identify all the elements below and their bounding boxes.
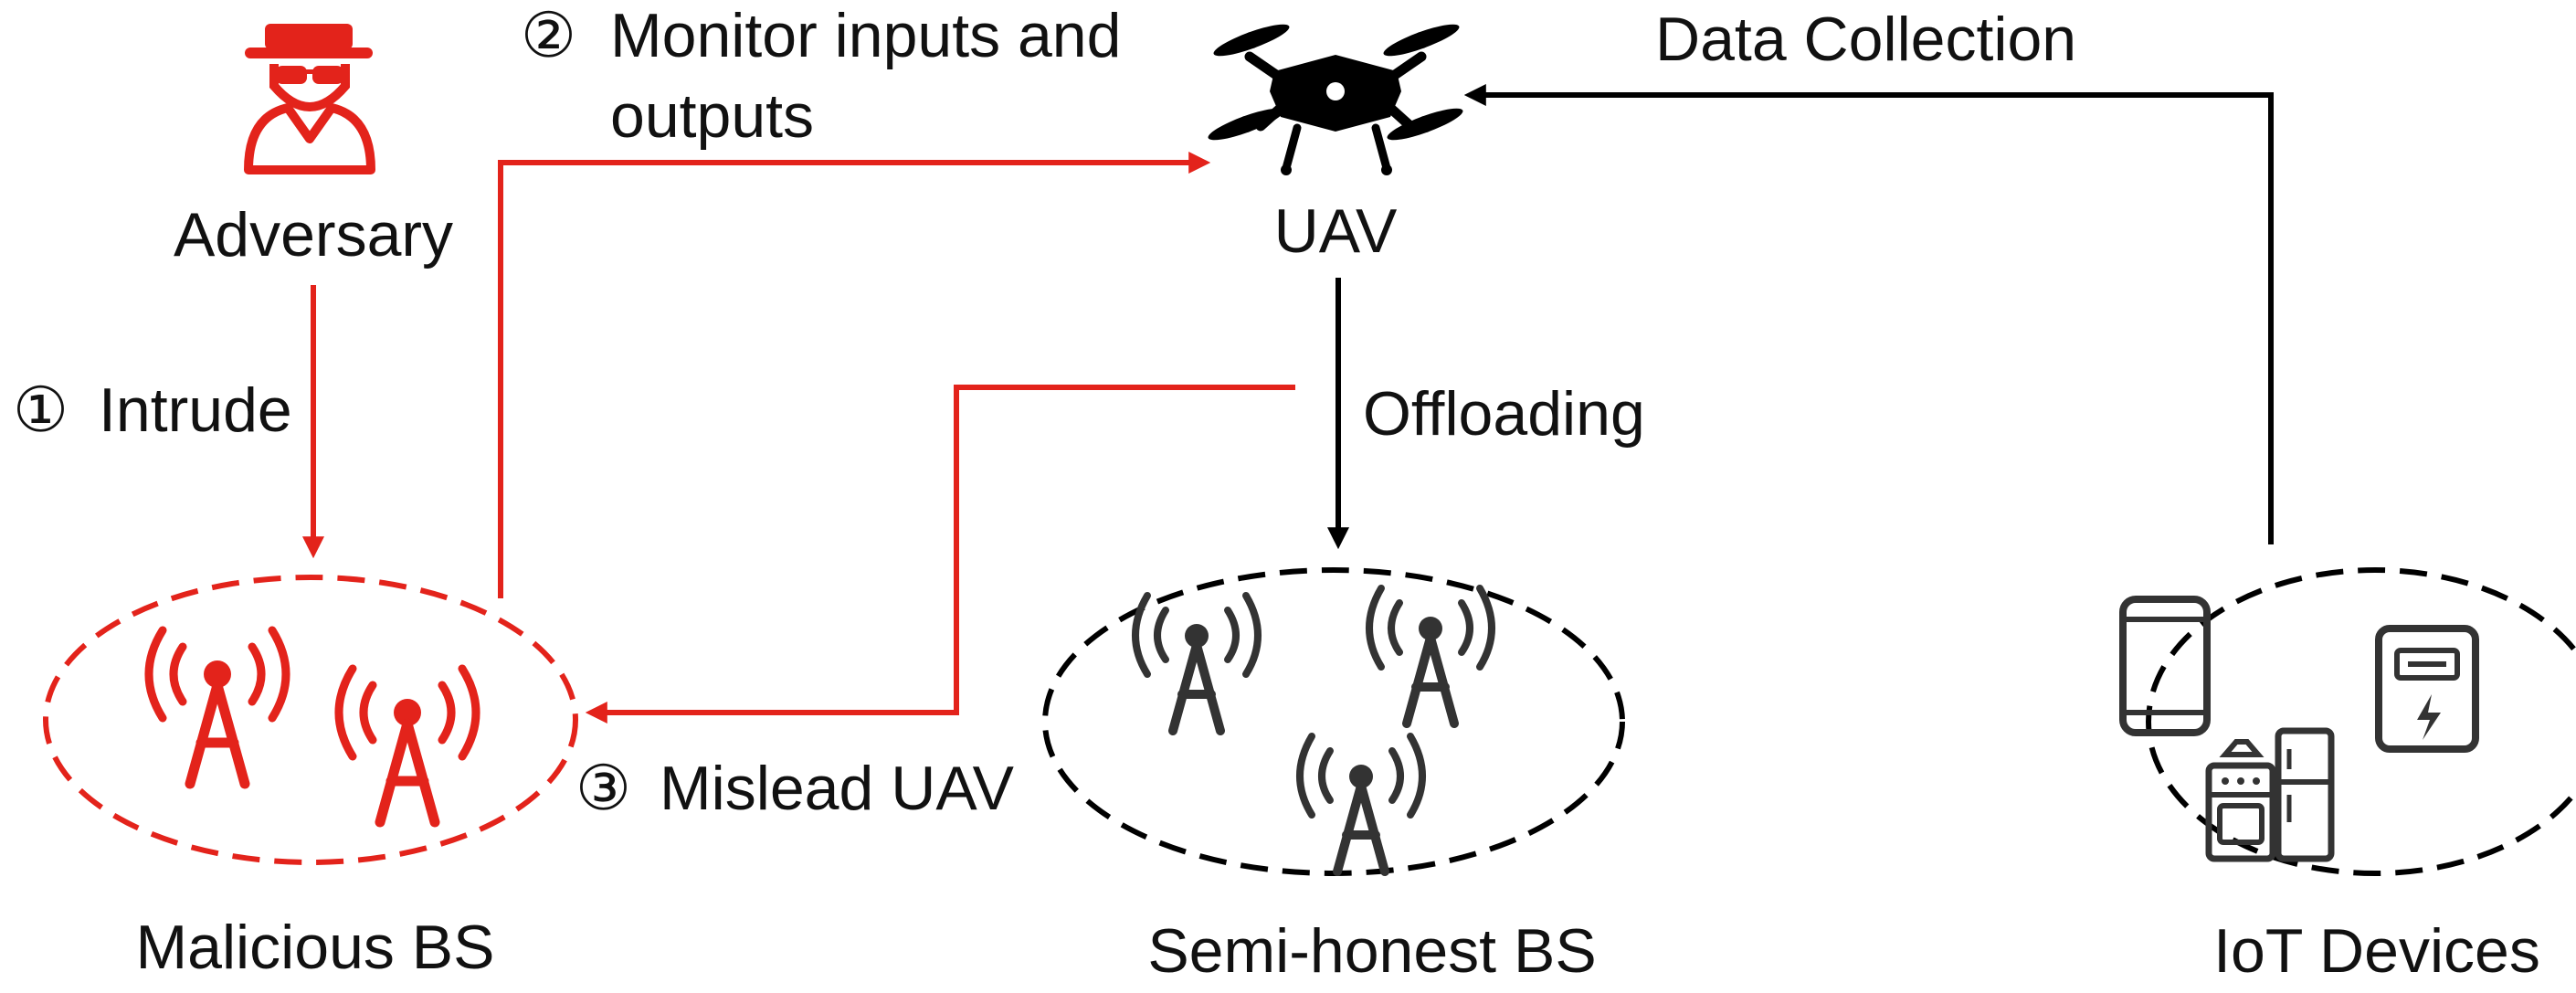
monitor-arrow	[498, 152, 1211, 598]
malicious-tower-icon-1	[149, 630, 286, 784]
intrude-marker: ①	[13, 375, 69, 445]
semi-honest-tower-icon-1	[1135, 596, 1258, 731]
stove-icon	[2205, 739, 2276, 862]
intrude-label: Intrude	[99, 375, 292, 445]
adversary-label: Adversary	[174, 200, 453, 269]
mislead-arrow	[585, 385, 1295, 724]
iot-devices-label: IoT Devices	[2213, 916, 2540, 986]
malicious-tower-icon-2	[339, 669, 476, 822]
mislead-marker: ③	[575, 754, 631, 823]
monitor-label-line1: Monitor inputs and	[610, 1, 1121, 70]
offloading-label: Offloading	[1363, 379, 1645, 449]
adversary-icon	[244, 24, 375, 174]
monitor-marker: ②	[521, 1, 576, 70]
semi-honest-tower-icon-3	[1300, 736, 1422, 872]
smart-meter-icon	[2375, 625, 2479, 753]
drone-icon	[1205, 18, 1466, 175]
semi-honest-tower-icon-2	[1369, 588, 1492, 724]
iot-devices-cluster	[2146, 567, 2576, 876]
malicious-bs-cluster	[43, 575, 578, 865]
refrigerator-icon	[2275, 727, 2335, 862]
mislead-label: Mislead UAV	[660, 754, 1015, 823]
smartphone-icon	[2119, 596, 2211, 736]
malicious-bs-label: Malicious BS	[135, 913, 494, 982]
semi-honest-bs-label: Semi-honest BS	[1147, 916, 1596, 986]
monitor-label-line2: outputs	[610, 81, 814, 151]
data-collection-arrow	[1463, 84, 2274, 544]
data-collection-label: Data Collection	[1655, 5, 2076, 74]
uav-label: UAV	[1274, 196, 1398, 266]
semi-honest-bs-cluster	[1042, 567, 1625, 876]
